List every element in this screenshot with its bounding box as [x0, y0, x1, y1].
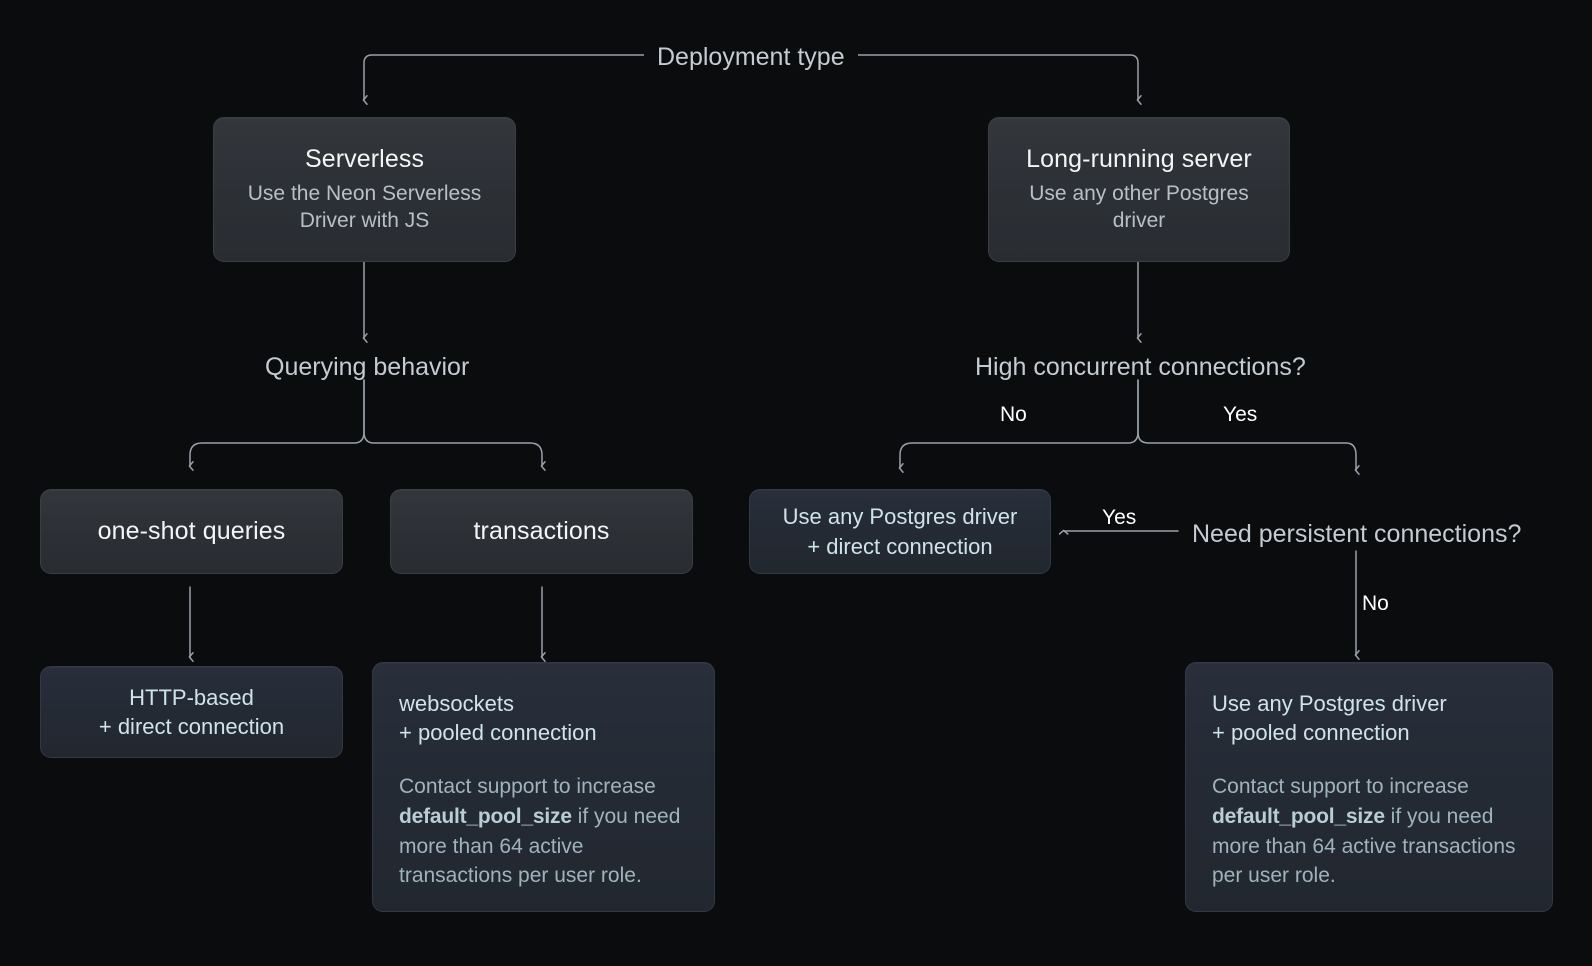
node-serverless-title: Serverless: [304, 145, 425, 173]
node-long-running-server[interactable]: Long-running server Use any other Postgr…: [988, 117, 1290, 262]
node-long-running-server-title: Long-running server: [1026, 145, 1252, 173]
node-long-running-server-subtitle-line1: Use any other Postgres: [1029, 182, 1249, 206]
node-postgres-driver-direct[interactable]: Use any Postgres driver + direct connect…: [749, 489, 1051, 574]
node-one-shot-queries-title: one-shot queries: [97, 516, 286, 545]
node-http-direct-line1: HTTP-based: [129, 684, 254, 710]
node-postgres-driver-pooled-note: Contact support to increase default_pool…: [1212, 772, 1526, 891]
edge-label-persistent-no: No: [1362, 592, 1389, 615]
node-websockets-pooled-line1: websockets: [399, 691, 514, 716]
node-serverless[interactable]: Serverless Use the Neon Serverless Drive…: [213, 117, 516, 262]
node-long-running-server-subtitle-line2: driver: [1112, 209, 1166, 233]
node-websockets-pooled-note-post: if you need more than 64 active transact…: [399, 804, 681, 888]
node-postgres-driver-pooled-note-pre: Contact support to increase: [1212, 774, 1469, 798]
node-postgres-driver-direct-line2: + direct connection: [807, 533, 993, 559]
node-websockets-pooled-line2: + pooled connection: [399, 720, 597, 746]
node-websockets-pooled-note: Contact support to increase default_pool…: [399, 772, 688, 891]
node-http-direct-text: HTTP-based + direct connection: [99, 683, 284, 742]
node-websockets-pooled-note-pre: Contact support to increase: [399, 774, 656, 798]
node-transactions[interactable]: transactions: [390, 489, 693, 574]
edge-label-high-concurrency-no: No: [1000, 403, 1027, 426]
node-transactions-title: transactions: [473, 516, 610, 545]
edge-label-high-concurrency-yes: Yes: [1223, 403, 1258, 426]
decision-need-persistent-connections: Need persistent connections?: [1192, 520, 1522, 548]
node-http-direct[interactable]: HTTP-based + direct connection: [40, 666, 343, 758]
node-postgres-driver-pooled-note-code: default_pool_size: [1212, 804, 1385, 828]
node-serverless-subtitle: Use the Neon Serverless Driver with JS: [248, 181, 481, 235]
decision-querying-behavior: Querying behavior: [265, 353, 470, 381]
node-postgres-driver-pooled-note-post: if you need more than 64 active transact…: [1212, 804, 1516, 888]
node-postgres-driver-pooled-line1: Use any Postgres driver: [1212, 691, 1447, 716]
node-serverless-subtitle-line2: Driver with JS: [299, 209, 430, 233]
node-postgres-driver-direct-text: Use any Postgres driver + direct connect…: [783, 502, 1018, 561]
decision-high-concurrent-connections: High concurrent connections?: [975, 353, 1306, 381]
root-decision-label: Deployment type: [644, 42, 858, 72]
node-long-running-server-subtitle: Use any other Postgres driver: [1029, 181, 1248, 235]
node-serverless-subtitle-line1: Use the Neon Serverless: [247, 182, 482, 206]
node-postgres-driver-pooled[interactable]: Use any Postgres driver + pooled connect…: [1185, 662, 1553, 912]
node-postgres-driver-pooled-text: Use any Postgres driver + pooled connect…: [1212, 689, 1447, 748]
edge-label-persistent-yes: Yes: [1102, 506, 1137, 529]
node-one-shot-queries[interactable]: one-shot queries: [40, 489, 343, 574]
node-postgres-driver-pooled-line2: + pooled connection: [1212, 720, 1410, 746]
node-websockets-pooled-note-code: default_pool_size: [399, 804, 572, 828]
node-websockets-pooled[interactable]: websockets + pooled connection Contact s…: [372, 662, 715, 912]
node-postgres-driver-direct-line1: Use any Postgres driver: [782, 504, 1018, 530]
node-websockets-pooled-text: websockets + pooled connection: [399, 689, 597, 748]
node-http-direct-line2: + direct connection: [98, 714, 285, 739]
